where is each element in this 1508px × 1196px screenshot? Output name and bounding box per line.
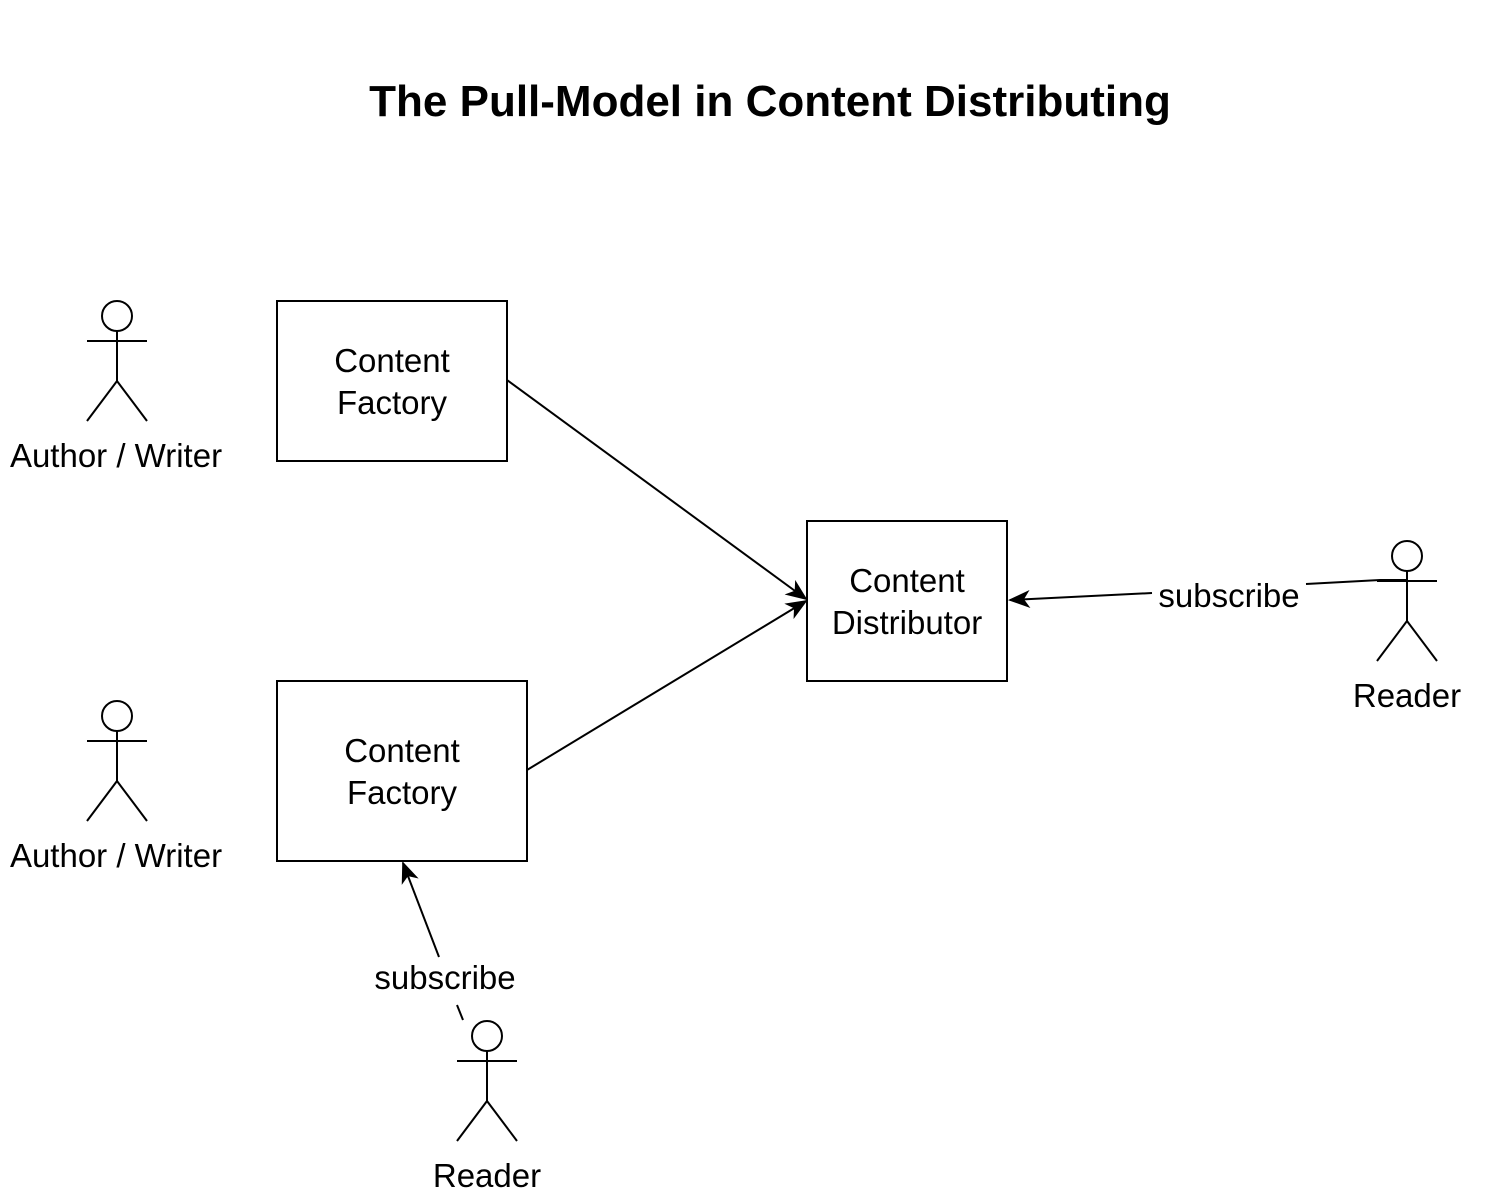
actor-reader-right[interactable]: Reader <box>1353 540 1461 714</box>
node-label-line1: Content <box>849 562 965 599</box>
node-label-line2: Factory <box>337 384 448 421</box>
node-label-line2: Factory <box>347 774 458 811</box>
actor-label: Reader <box>1353 677 1461 714</box>
actor-label: Reader <box>433 1157 541 1194</box>
edge-label-subscribe-bottom: subscribe <box>374 959 515 996</box>
node-label-line2: Distributor <box>832 604 982 641</box>
node-label-line1: Content <box>344 732 460 769</box>
edge-reader-bottom-to-factory: subscribe <box>374 861 516 1021</box>
edge-label-subscribe-right: subscribe <box>1158 577 1299 614</box>
actor-reader-bottom[interactable]: Reader <box>433 1020 541 1194</box>
actor-author-bottom[interactable]: Author / Writer <box>10 700 222 874</box>
node-label-line1: Content <box>334 342 450 379</box>
stick-figure-icon <box>456 1020 518 1142</box>
node-content-factory-top[interactable]: Content Factory <box>276 300 508 462</box>
actor-label: Author / Writer <box>10 437 222 474</box>
node-content-factory-bottom[interactable]: Content Factory <box>276 680 528 862</box>
diagram-title: The Pull-Model in Content Distributing <box>369 77 1171 126</box>
edge-factory-top-to-distributor <box>506 379 808 601</box>
stick-figure-icon <box>86 300 148 422</box>
stick-figure-icon <box>86 700 148 822</box>
edge-reader-right-to-distributor: subscribe <box>1008 577 1407 614</box>
stick-figure-icon <box>1376 540 1438 662</box>
node-content-distributor[interactable]: Content Distributor <box>806 520 1008 682</box>
edge-factory-bottom-to-distributor <box>526 599 808 771</box>
actor-author-top[interactable]: Author / Writer <box>10 300 222 474</box>
actor-label: Author / Writer <box>10 837 222 874</box>
